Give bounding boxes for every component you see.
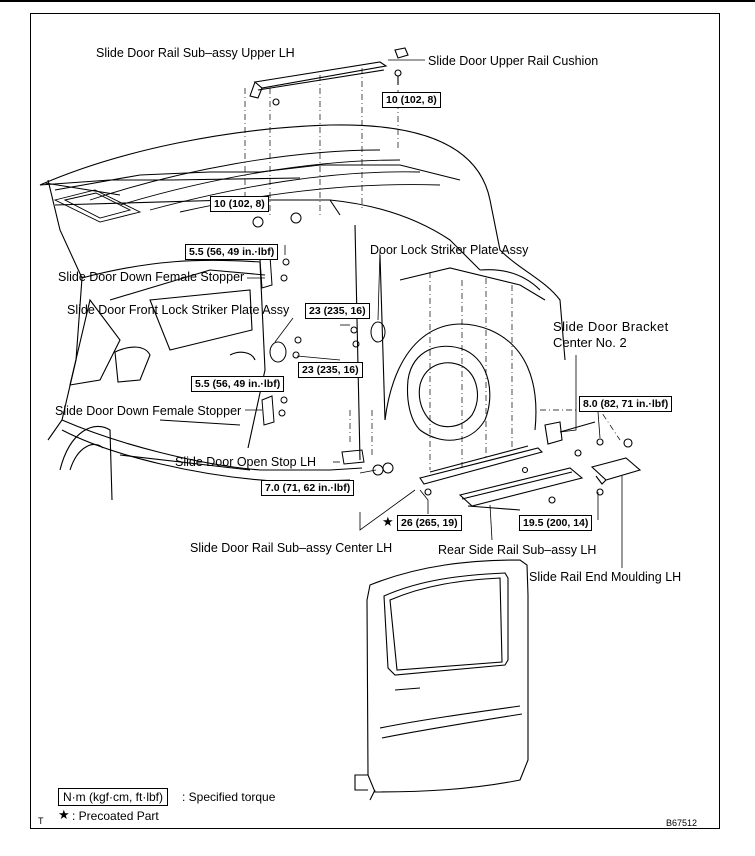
torque-upper-rail: 10 (102, 8) (382, 92, 441, 108)
door-lock-striker-part (350, 321, 386, 348)
label-female-stopper-top: Slide Door Down Female Stopper (58, 270, 245, 284)
torque-stopper-bottom: 5.5 (56, 49 in.·lbf) (191, 376, 285, 392)
front-lock-striker-part (269, 336, 302, 363)
torque-rear-rail: 19.5 (200, 14) (519, 515, 593, 531)
label-female-stopper-bottom: Slide Door Down Female Stopper (55, 404, 242, 418)
label-upper-rail: Slide Door Rail Sub–assy Upper LH (96, 46, 295, 60)
upper-rail-part (249, 47, 409, 106)
diagram-frame (30, 13, 720, 829)
precoat-star-icon: ★ (382, 514, 394, 529)
torque-roof: 10 (102, 8) (210, 196, 269, 212)
legend-torque-box: N·m (kgf·cm, ft·lbf) (58, 788, 168, 806)
legend-precoat-text: : Precoated Part (72, 809, 159, 823)
label-upper-cushion: Slide Door Upper Rail Cushion (428, 54, 599, 68)
label-front-lock-striker: Slide Door Front Lock Striker Plate Assy (67, 303, 290, 317)
label-end-moulding: Slide Rail End Moulding LH (529, 570, 682, 584)
torque-striker-b: 23 (235, 16) (298, 362, 363, 378)
legend-star-icon: ★ (58, 807, 70, 822)
female-stopper-top-part (259, 255, 290, 289)
open-stop-part (341, 449, 394, 476)
label-rail-center: Slide Door Rail Sub–assy Center LH (190, 541, 393, 555)
torque-striker-a: 23 (235, 16) (305, 303, 370, 319)
torque-rail-center: 26 (265, 19) (397, 515, 462, 531)
female-stopper-bottom-part (261, 395, 288, 426)
label-lock-striker: Door Lock Striker Plate Assy (370, 243, 529, 257)
label-bracket-line1: Slide Door Bracket (553, 319, 669, 334)
center-rail-part (419, 445, 544, 496)
label-bracket-line2: Center No. 2 (553, 335, 627, 350)
page-top-rule (0, 0, 755, 2)
bracket-center-part (544, 421, 633, 457)
leader-lines (245, 59, 623, 568)
label-open-stop: Slide Door Open Stop LH (175, 455, 317, 469)
torque-bracket: 8.0 (82, 71 in.·lbf) (579, 396, 673, 412)
torque-stopper-top: 5.5 (56, 49 in.·lbf) (185, 244, 279, 260)
roof-bolts (252, 212, 302, 228)
legend-torque-text: : Specified torque (182, 790, 276, 804)
guide-lines (244, 68, 621, 470)
torque-open-stop: 7.0 (71, 62 in.·lbf) (261, 480, 355, 496)
rear-side-rail-part (458, 467, 584, 511)
sliding-door (354, 559, 529, 801)
end-moulding-part (590, 457, 642, 496)
vehicle-body (39, 124, 566, 501)
figure-id: B67512 (666, 818, 698, 828)
label-rear-side-rail: Rear Side Rail Sub–assy LH (438, 543, 597, 557)
corner-mark: T (38, 816, 44, 826)
